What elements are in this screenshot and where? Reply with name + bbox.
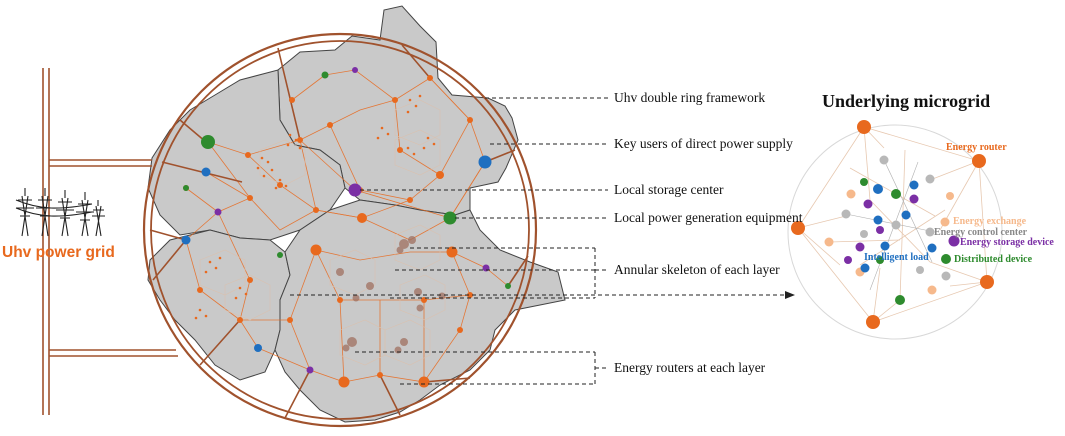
callout-key-users: Key users of direct power supply — [614, 136, 793, 151]
callout-energy-routers: Energy routers at each layer — [614, 360, 766, 375]
callout-power-generation: Local power generation equipment — [614, 210, 803, 225]
legend-energy-storage-device: Energy storage device — [960, 237, 1054, 248]
microgrid-inset — [787, 120, 1003, 340]
arrow-head — [785, 291, 795, 299]
hex-cells — [199, 99, 446, 366]
callout-leaders — [290, 97, 785, 385]
microgrid-title: Underlying microgrid — [822, 91, 991, 111]
legend-distributed-device: Distributed device — [954, 254, 1033, 265]
ring-spokes — [149, 44, 529, 419]
clustered-routers — [336, 236, 446, 354]
feature-nodes — [181, 67, 511, 374]
legend-energy-exchange: Energy exchange — [953, 216, 1027, 227]
callout-storage-center: Local storage center — [614, 182, 724, 197]
callout-ring-framework: Uhv double ring framework — [614, 90, 766, 105]
legend-energy-control-center: Energy control center — [934, 227, 1028, 238]
uhv-power-grid-label: Uhv power grid — [2, 244, 115, 261]
transmission-tower-icon — [15, 188, 105, 237]
legend-energy-router: Energy router — [946, 142, 1007, 153]
router-nodes — [183, 72, 473, 388]
uhv-grid-lines — [42, 68, 178, 415]
legend-intelligent-load: Intelligent load — [864, 252, 929, 263]
callout-annular-skeleton: Annular skeleton of each layer — [614, 262, 780, 277]
dot-clusters — [194, 94, 436, 320]
